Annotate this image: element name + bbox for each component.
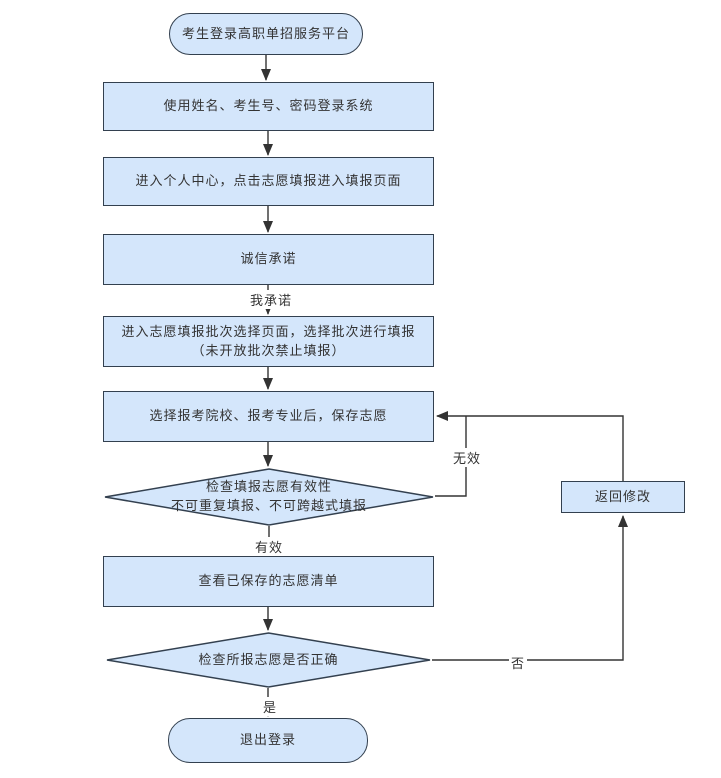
node-save-volunteer-label: 选择报考院校、报考专业后，保存志愿 [149, 408, 388, 424]
node-integrity-promise-process: 诚信承诺 [103, 234, 434, 285]
node-start-terminator: 考生登录高职单招服务平台 [169, 13, 363, 55]
node-validity-label-line1: 检查填报志愿有效性 [205, 479, 332, 495]
edge-label-invalid: 无效 [451, 448, 484, 467]
node-save-volunteer-process: 选择报考院校、报考专业后，保存志愿 [103, 391, 434, 442]
confirm-diamond-shape [106, 632, 431, 688]
node-integrity-promise-label: 诚信承诺 [240, 251, 297, 267]
node-confirm-label: 检查所报志愿是否正确 [198, 651, 339, 667]
edge-label-promise: 我承诺 [248, 290, 295, 309]
node-personal-center-process: 进入个人中心，点击志愿填报进入填报页面 [103, 157, 434, 206]
node-confirm-decision: 检查所报志愿是否正确 [105, 632, 432, 688]
node-start-label: 考生登录高职单招服务平台 [181, 25, 350, 41]
node-logout-label: 退出登录 [239, 732, 296, 748]
edge-label-no: 否 [509, 653, 528, 672]
node-validity-label-line2: 不可重复填报、不可跨越式填报 [170, 498, 367, 513]
node-view-saved-list-process: 查看已保存的志愿清单 [103, 556, 434, 607]
edge-label-valid: 有效 [253, 537, 286, 556]
node-batch-select-label-line2: （未开放批次禁止填报） [191, 342, 346, 358]
node-batch-select-label-line1: 进入志愿填报批次选择页面，选择批次进行填报 [121, 323, 416, 339]
validity-diamond-shape [104, 468, 434, 526]
node-return-modify-label: 返回修改 [594, 488, 651, 504]
edge-confirm-no-to-modify [432, 515, 628, 661]
node-batch-select-process: 进入志愿填报批次选择页面，选择批次进行填报 （未开放批次禁止填报） [103, 316, 434, 367]
node-return-modify-process: 返回修改 [561, 481, 685, 513]
edge-label-yes: 是 [261, 697, 280, 716]
node-logout-terminator: 退出登录 [168, 718, 368, 763]
node-login-process: 使用姓名、考生号、密码登录系统 [103, 82, 434, 131]
node-validity-decision: 检查填报志愿有效性 不可重复填报、不可跨越式填报 [103, 468, 435, 526]
node-login-label: 使用姓名、考生号、密码登录系统 [163, 98, 374, 114]
node-personal-center-label: 进入个人中心，点击志愿填报进入填报页面 [135, 173, 402, 189]
edge-validity-invalid [435, 416, 467, 497]
node-view-saved-list-label: 查看已保存的志愿清单 [198, 573, 339, 589]
edge-modify-to-save [436, 411, 624, 481]
